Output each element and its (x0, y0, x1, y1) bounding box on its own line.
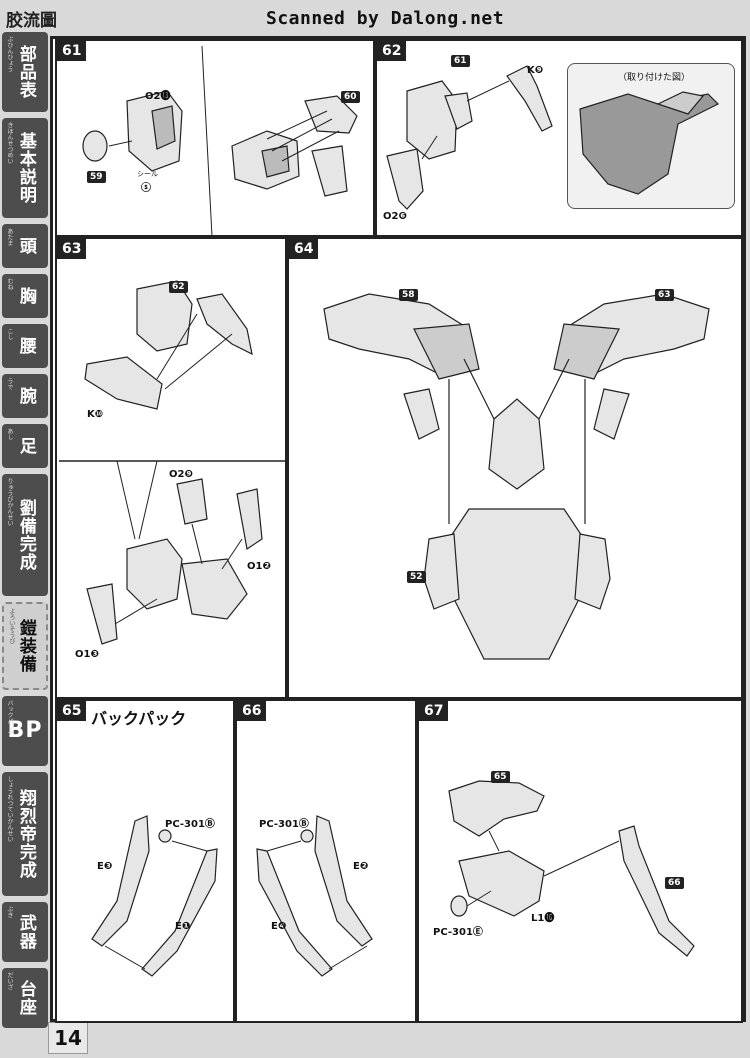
part-badge-62: 62 (169, 281, 188, 293)
sidebar-item-armor-equip[interactable]: よろいそうび鎧装備 (2, 602, 48, 690)
inset-diagram (579, 91, 720, 195)
part-badge-52: 52 (407, 571, 426, 583)
step-number: 67 (419, 701, 449, 721)
part-label-l1-16: L1⓰ (531, 913, 555, 924)
step-62-panel: 62 61 K❾ O2❻ （取り付けた図） (375, 39, 743, 237)
step-number: 62 (377, 41, 407, 61)
part-badge-59: 59 (87, 171, 106, 183)
part-label-e3: E❸ (97, 861, 113, 872)
part-label-o2-9: O2❾ (169, 469, 193, 480)
part-label-k9: K❾ (527, 65, 544, 76)
page-number: 14 (48, 1022, 88, 1054)
step-63-diagram (59, 280, 285, 645)
step-61-diagram (82, 45, 358, 235)
part-badge-60: 60 (341, 91, 360, 103)
step-66-diagram (256, 815, 373, 977)
part-label-e1: E❶ (175, 921, 191, 932)
scan-watermark: Scanned by Dalong.net (266, 8, 505, 29)
attached-view-inset: （取り付けた図） (567, 63, 735, 209)
part-label-o1-2: O1❷ (247, 561, 271, 572)
part-label-o1-3: O1❸ (75, 649, 99, 660)
seal-label: ⓢ (141, 183, 151, 194)
part-badge-58: 58 (399, 289, 418, 301)
step-title-backpack: バックパック (91, 709, 187, 728)
sidebar-item-chest[interactable]: むね胸 (2, 274, 48, 318)
step-number: 66 (237, 701, 267, 721)
step-62-diagram (386, 65, 553, 210)
part-label-e4: E❹ (271, 921, 287, 932)
instruction-page: 61 O2⓭ 59 シール ⓢ 60 62 (50, 36, 746, 1023)
part-label-pc301-b: PC-301Ⓑ (165, 819, 215, 830)
part-badge-61: 61 (451, 55, 470, 67)
part-badge-66: 66 (665, 877, 684, 889)
sidebar-item-basic-guide[interactable]: きほんせつめい基本説明 (2, 118, 48, 218)
seal-caption: シール (137, 170, 158, 178)
step-63-panel: 63 62 K❿ O2❾ O1❷ O1❸ (55, 237, 287, 699)
part-badge-65: 65 (491, 771, 510, 783)
part-label-e2: E❷ (353, 861, 369, 872)
sidebar-item-stand[interactable]: だいざ台座 (2, 968, 48, 1028)
step-64-diagram (323, 293, 710, 660)
step-67-diagram (448, 780, 695, 957)
step-65-panel: 65 バックパック PC-301Ⓑ E❸ E❶ (55, 699, 235, 1023)
step-65-diagram (91, 815, 218, 977)
sidebar-item-head[interactable]: あたま頭 (2, 224, 48, 268)
part-label-pc301-b: PC-301Ⓑ (259, 819, 309, 830)
header-brand: 胶流圖 (6, 11, 57, 31)
step-number: 65 (57, 701, 87, 721)
step-number: 61 (57, 41, 87, 61)
part-label-o2-6: O2❻ (383, 211, 407, 222)
step-66-panel: 66 PC-301Ⓑ E❷ E❹ (235, 699, 417, 1023)
sidebar-item-weapons[interactable]: ぶき武器 (2, 902, 48, 962)
sidebar-item-liubei-complete[interactable]: りゅうびかんせい劉備完成 (2, 474, 48, 596)
sidebar-item-shouretsutei-complete[interactable]: しょうれつていかんせい翔烈帝完成 (2, 772, 48, 896)
part-badge-63: 63 (655, 289, 674, 301)
step-64-panel: 64 58 63 52 (287, 237, 743, 699)
sidebar-item-parts-list[interactable]: ぶひんひょう部品表 (2, 32, 48, 112)
step-number: 63 (57, 239, 87, 259)
sidebar-item-waist[interactable]: こし腰 (2, 324, 48, 368)
sidebar-item-arms[interactable]: うで腕 (2, 374, 48, 418)
part-label-o2-13: O2⓭ (145, 91, 171, 102)
step-number: 64 (289, 239, 319, 259)
step-61-panel: 61 O2⓭ 59 シール ⓢ 60 (55, 39, 375, 237)
part-label-k10: K❿ (87, 409, 104, 420)
inset-caption: （取り付けた図） (618, 73, 691, 83)
step-67-panel: 67 65 66 PC-301Ⓔ L1⓰ (417, 699, 743, 1023)
part-label-pc301-e: PC-301Ⓔ (433, 927, 483, 938)
sidebar-item-legs[interactable]: あし足 (2, 424, 48, 468)
